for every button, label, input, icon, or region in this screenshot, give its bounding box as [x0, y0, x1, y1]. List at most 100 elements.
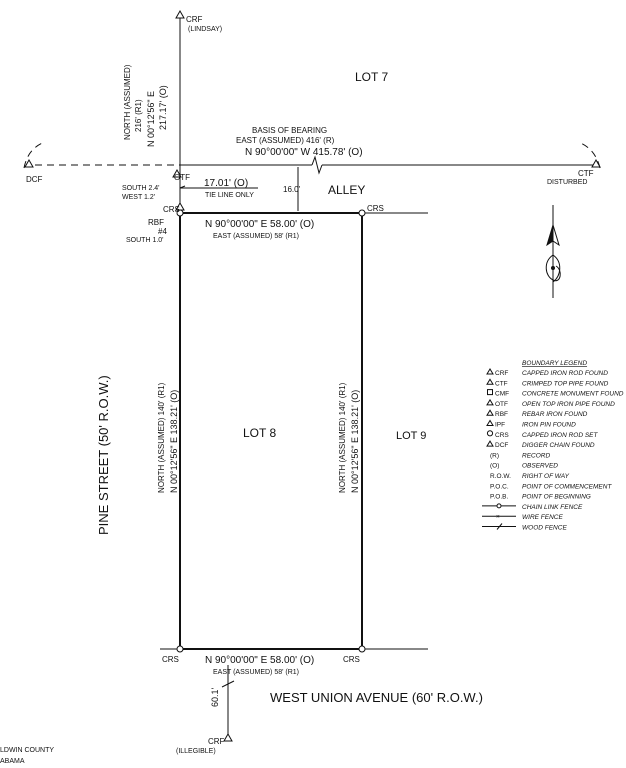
legend-fence-row: × WIRE FENCE: [482, 514, 563, 521]
rbf-offset-label: SOUTH 1.0': [126, 237, 164, 244]
east-line-record-call: NORTH (ASSUMED) 140' (R1): [338, 382, 347, 493]
top-vertical-call-1: NORTH (ASSUMED): [123, 64, 132, 140]
legend-description: OBSERVED: [522, 463, 558, 470]
legend-description: CAPPED IRON ROD SET: [522, 432, 599, 439]
legend-description: OPEN TOP IRON PIPE FOUND: [522, 401, 615, 408]
pine-street-label: PINE STREET (50' R.O.W.): [96, 375, 111, 535]
top-vertical-call-4: 217.17' (O): [158, 85, 168, 130]
crs-sw-circle-icon: [176, 645, 184, 653]
dcf-label: DCF: [26, 175, 43, 184]
legend-row: IPF IRON PIN FOUND: [486, 419, 576, 429]
south-line-record-call: EAST (ASSUMED) 58' (R1): [213, 669, 299, 676]
ctf-note: DISTURBED: [547, 179, 587, 186]
alley-width-label: 16.0': [283, 185, 301, 194]
legend-description: RECORD: [522, 452, 550, 459]
legend-fence-row: WOOD FENCE: [482, 523, 567, 532]
crf-top-label: CRF: [186, 15, 203, 24]
legend-description: RIGHT OF WAY: [522, 473, 570, 480]
wire-marker-icon: ×: [496, 514, 500, 521]
legend-description: CHAIN LINK FENCE: [522, 504, 583, 511]
county-label: LDWIN COUNTY: [0, 747, 54, 754]
north-arrow-icon: [545, 205, 561, 298]
legend-code: CRF: [495, 370, 508, 377]
legend-row: (R) RECORD: [490, 452, 550, 459]
legend-description: WOOD FENCE: [522, 525, 567, 532]
tie-dim-arrow: [179, 185, 186, 189]
legend-code: CTF: [495, 380, 508, 387]
triangle-icon: [486, 368, 494, 375]
triangle-icon: [486, 378, 494, 385]
legend-row: P.O.B.POINT OF BEGINNING: [490, 494, 591, 501]
wood-marker-icon: [496, 523, 503, 530]
basis-observed-call: N 90°00'00" W 415.78' (O): [245, 147, 363, 158]
alley-label: ALLEY: [328, 183, 365, 197]
square-icon: [487, 389, 493, 396]
crs-ne-circle-icon: [358, 209, 366, 217]
west-union-avenue-label: WEST UNION AVENUE (60' R.O.W.): [270, 690, 483, 705]
triangle-icon: [486, 409, 494, 416]
tie-distance-label: 17.01' (O): [204, 178, 248, 189]
legend-description: WIRE FENCE: [522, 514, 563, 521]
crs-sw-label: CRS: [162, 655, 179, 664]
crs-nw-label: CRS: [163, 205, 180, 214]
lot-7-label: LOT 7: [355, 70, 388, 84]
legend-description: POINT OF COMMENCEMENT: [522, 483, 612, 490]
legend-description: REBAR IRON FOUND: [522, 411, 588, 418]
legend-title: BOUNDARY LEGEND: [522, 360, 587, 367]
crs-ne-label: CRS: [367, 204, 384, 213]
top-vertical-call-3: N 00°12'56" E: [146, 91, 156, 147]
legend-description: CONCRETE MONUMENT FOUND: [522, 391, 624, 398]
legend-description: CAPPED IRON ROD FOUND: [522, 370, 608, 377]
dcf-triangle-icon: [24, 158, 34, 168]
legend-description: IRON PIN FOUND: [522, 422, 576, 429]
legend-code: R.O.W.: [490, 473, 511, 480]
lot-9-label: LOT 9: [396, 430, 426, 442]
legend-row: R.O.W. RIGHT OF WAY: [490, 473, 570, 480]
crs-nw-circle-icon: [176, 209, 184, 217]
crs-se-circle-icon: [358, 645, 366, 653]
legend-code: IPF: [495, 422, 505, 429]
north-line-record-call: EAST (ASSUMED) 58' (R1): [213, 233, 299, 240]
crf-top-triangle-icon: [175, 9, 185, 19]
crf-bottom-triangle-icon: [223, 732, 233, 742]
ctf-triangle-icon: [591, 158, 601, 168]
ctf-label: CTF: [578, 169, 594, 178]
north-line-observed-call: N 90°00'00" E 58.00' (O): [205, 219, 314, 230]
crf-top-note: (LINDSAY): [188, 26, 222, 33]
legend-row: CRS CAPPED IRON ROD SET: [486, 430, 599, 439]
rbf-number-label: #4: [158, 227, 167, 236]
crf-bottom-note: (ILLEGIBLE): [176, 748, 216, 755]
legend-fence-row: CHAIN LINK FENCE: [482, 503, 583, 511]
legend-row: OTF OPEN TOP IRON PIPE FOUND: [486, 398, 615, 408]
east-line-observed-call: N 00°12'56" E 138.21' (O): [350, 390, 360, 493]
lot-8-boundary: [179, 212, 363, 650]
legend-code: (R): [490, 452, 499, 459]
dcf-arc: [23, 141, 46, 169]
boundary-legend: BOUNDARY LEGEND CRF CAPPED IRON ROD FOUND…: [482, 360, 624, 532]
west-line-observed-call: N 00°12'56" E 138.21' (O): [169, 390, 179, 493]
lot-8-label: LOT 8: [243, 426, 276, 440]
top-vertical-call-2: 216' (R1): [134, 99, 143, 132]
legend-description: DIGGER CHAIN FOUND: [522, 442, 595, 449]
crf-bottom-label: CRF: [208, 737, 225, 746]
legend-code: CRS: [495, 432, 509, 439]
legend-code: P.O.C.: [490, 483, 509, 490]
legend-code: OTF: [495, 401, 508, 408]
bottom-tie-distance: 60.1': [210, 687, 220, 707]
west-line-record-call: NORTH (ASSUMED) 140' (R1): [157, 382, 166, 493]
legend-code: P.O.B.: [490, 494, 509, 501]
otf-offset-west: WEST 1.2': [122, 194, 155, 201]
crs-se-label: CRS: [343, 655, 360, 664]
state-label: ABAMA: [0, 758, 25, 765]
basis-record-call: EAST (ASSUMED) 416' (R): [236, 136, 335, 145]
legend-code: RBF: [495, 411, 508, 418]
otf-triangle-icon: [172, 168, 182, 178]
legend-row: CRF CAPPED IRON ROD FOUND: [486, 368, 608, 377]
break-symbol: [311, 155, 323, 175]
south-line-observed-call: N 90°00'00" E 58.00' (O): [205, 655, 314, 666]
basis-of-bearing-title: BASIS OF BEARING: [252, 126, 327, 135]
